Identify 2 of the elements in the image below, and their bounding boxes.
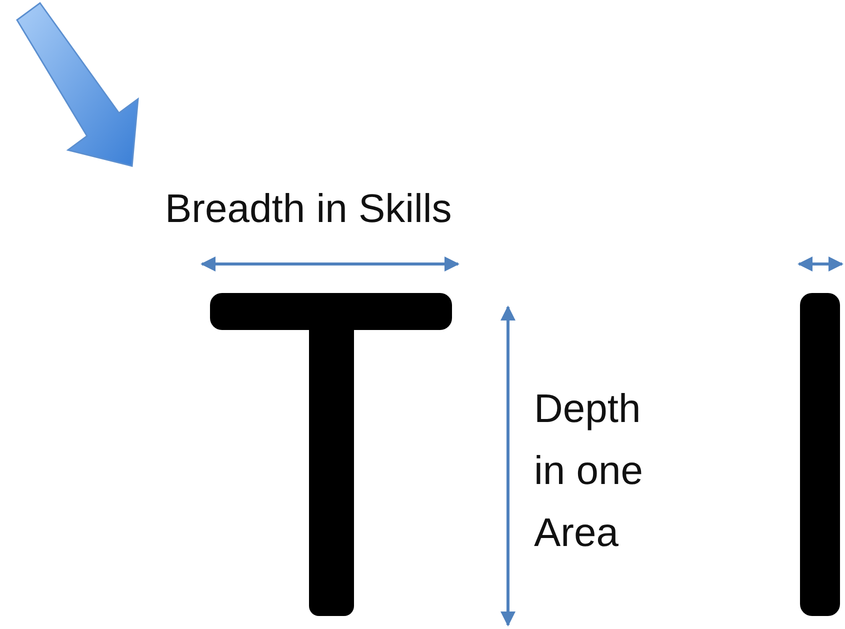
- label-text: Breadth in Skills: [165, 186, 453, 233]
- label-text: Depth in one Area: [534, 386, 644, 557]
